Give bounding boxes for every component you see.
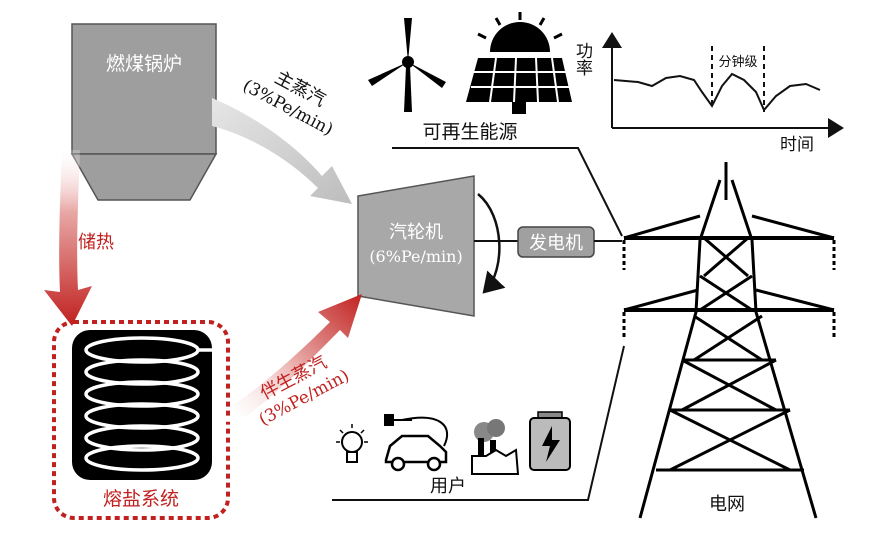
rotation-arrow-icon bbox=[477, 193, 506, 294]
heat-storage-arrow bbox=[44, 150, 92, 326]
factory-icon bbox=[471, 419, 520, 475]
battery-icon bbox=[529, 411, 571, 471]
heat-storage-label: 储热 bbox=[78, 232, 114, 253]
generator-label: 发电机 bbox=[529, 233, 583, 254]
boiler-label: 燃煤锅炉 bbox=[106, 53, 182, 75]
transmission-tower-icon bbox=[622, 162, 836, 519]
coal-boiler: 燃煤锅炉 bbox=[70, 23, 218, 201]
grid-label: 电网 bbox=[709, 494, 745, 515]
users-label: 用户 bbox=[430, 476, 466, 497]
molten-salt-system: 熔盐系统 bbox=[52, 320, 230, 520]
companion-steam-arrow bbox=[232, 294, 362, 418]
renewable-label: 可再生能源 bbox=[422, 121, 517, 143]
electric-car-icon bbox=[384, 414, 449, 472]
light-bulb-icon bbox=[336, 424, 368, 463]
main-steam-arrow bbox=[212, 98, 352, 204]
turbine-label: 汽轮机 bbox=[389, 222, 443, 243]
chart-xlabel: 时间 bbox=[780, 135, 814, 155]
power-chart: 功率 时间 分钟级 bbox=[572, 32, 844, 155]
power-curve bbox=[613, 72, 821, 112]
turbine-rate: (6%Pe/min) bbox=[369, 247, 462, 266]
users-to-grid-line bbox=[332, 345, 625, 501]
chart-annotation: 分钟级 bbox=[718, 54, 757, 70]
renewable-to-grid-line bbox=[392, 147, 623, 237]
steam-turbine: 汽轮机 (6%Pe/min) bbox=[357, 175, 475, 317]
molten-salt-label: 熔盐系统 bbox=[103, 488, 179, 510]
wind-turbine-icon bbox=[368, 18, 446, 112]
coil-icon bbox=[84, 336, 230, 472]
generator: 发电机 bbox=[517, 226, 595, 258]
chart-ylabel: 功率 bbox=[572, 42, 593, 76]
solar-panel-icon bbox=[466, 12, 572, 114]
